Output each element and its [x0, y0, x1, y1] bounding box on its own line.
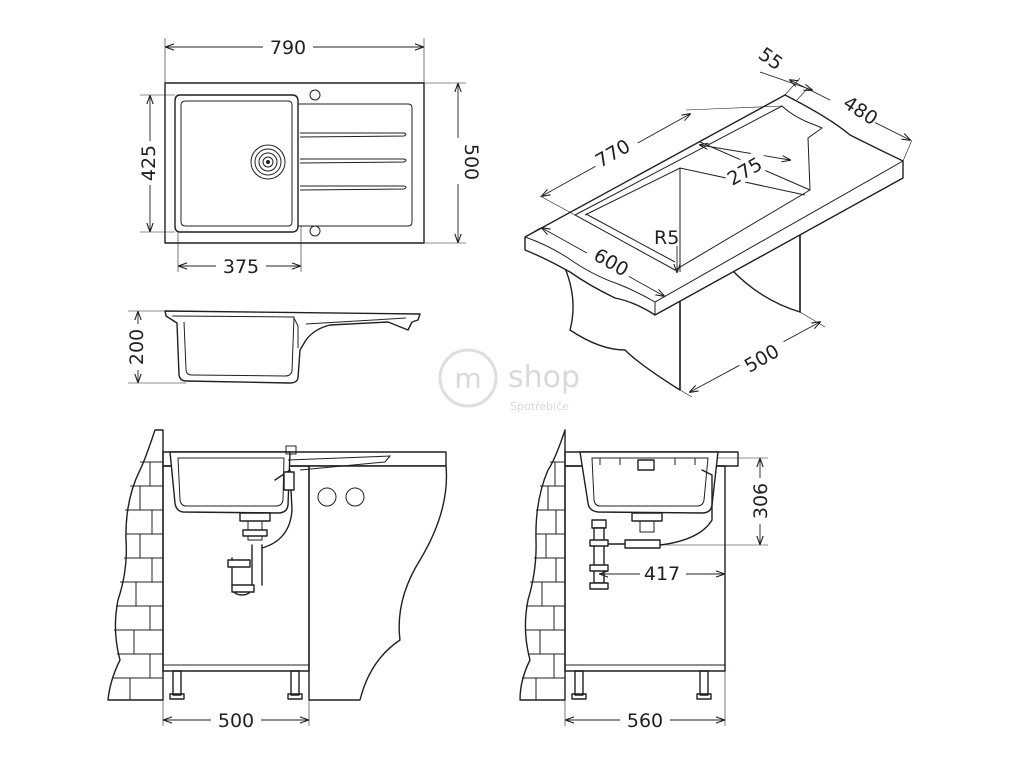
dim-line-iso-bowl-width: [700, 145, 790, 160]
drain-strainer-icon: [250, 144, 286, 180]
dim-label-bowl-width: 375: [223, 256, 259, 278]
dim-label-top-depth: 500: [460, 144, 482, 180]
front-leg-left: [172, 670, 182, 696]
socket-icon-right: [345, 487, 365, 507]
watermark-logo-letter: m: [454, 362, 481, 395]
front-right-wall: [308, 465, 448, 701]
top-view: 790 500 425 375: [138, 36, 482, 278]
front-siphon: [227, 469, 295, 596]
socket-icon-left: [317, 487, 337, 507]
side-leg-left: [574, 670, 584, 696]
front-brick-pattern: [112, 461, 163, 700]
dim-label-side-drain-height: 306: [750, 483, 772, 519]
overflow-hole-icon: [309, 225, 321, 237]
watermark-tagline: Spotřebiče: [510, 400, 569, 413]
watermark-brand: shop: [508, 360, 580, 395]
isometric-view: 55 480 770 275 R5 600 500: [524, 43, 913, 398]
dim-label-bowl-height: 200: [126, 329, 148, 365]
dim-label-side-drain-offset: 417: [644, 563, 680, 585]
front-sink-bowl: [169, 451, 291, 514]
tap-hole-icon: [309, 89, 321, 101]
side-wall-outline: [519, 429, 566, 701]
side-install-view: 306 417 560: [519, 429, 772, 732]
watermark-logo-circle: [438, 348, 498, 408]
front-leg-right: [290, 670, 300, 696]
front-wall-outline: [107, 429, 164, 701]
side-siphon: [589, 469, 713, 590]
top-view-bowl-outer: [174, 94, 299, 233]
watermark: m shop Spotřebiče: [438, 348, 580, 413]
drainer-groove-1: [299, 132, 407, 138]
dim-label-front-cabinet-width: 500: [218, 710, 254, 732]
top-view-outline: [164, 82, 425, 244]
section-view: 200: [126, 310, 421, 384]
drainer-groove-2: [299, 158, 407, 164]
dim-label-bowl-depth: 425: [138, 145, 160, 181]
side-leg-right: [699, 670, 709, 696]
top-view-drainer-outline: [298, 103, 413, 227]
dim-label-iso-rim: 55: [754, 43, 786, 75]
top-view-bowl-inner: [180, 100, 293, 227]
front-install-view: 500: [107, 429, 448, 732]
dim-label-side-cabinet-depth: 560: [627, 710, 663, 732]
dim-label-top-width: 790: [270, 37, 306, 59]
drainer-groove-3: [299, 185, 407, 191]
side-brick-pattern: [522, 461, 565, 700]
section-profile-outer: [164, 310, 421, 384]
dim-label-iso-radius: R5: [654, 227, 679, 249]
section-profile-inner: [171, 315, 295, 377]
